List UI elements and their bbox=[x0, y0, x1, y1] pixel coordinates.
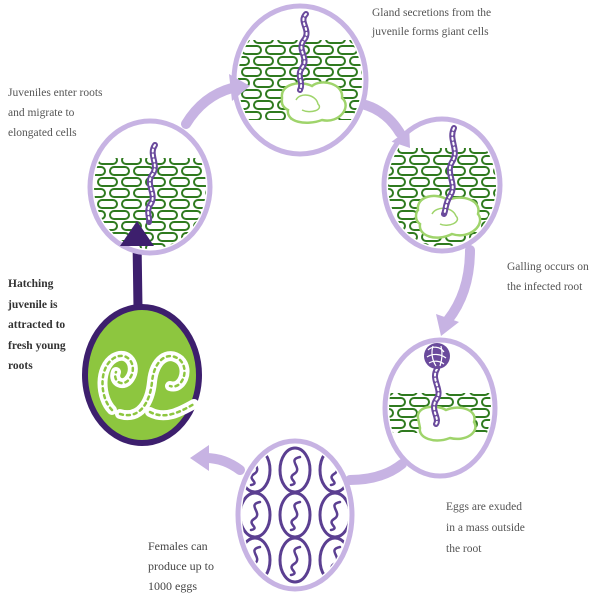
label-line: Hatching bbox=[8, 274, 66, 295]
arrow-eggs-to-females bbox=[350, 464, 402, 480]
giant-cells bbox=[418, 407, 476, 441]
stage-females-circle bbox=[238, 441, 352, 589]
label-line: attracted to bbox=[8, 315, 66, 336]
egg-icon bbox=[280, 448, 310, 492]
egg-icon bbox=[280, 493, 310, 537]
label-gland-secretions: Gland secretions from the juvenile forms… bbox=[372, 4, 491, 42]
arrow-enter-to-gland bbox=[186, 88, 232, 124]
egg-icon bbox=[240, 493, 270, 537]
label-line: juvenile is bbox=[8, 295, 66, 316]
stage-hatching-circle bbox=[85, 307, 199, 443]
label-line: and migrate to bbox=[8, 103, 103, 123]
label-line: 1000 eggs bbox=[148, 576, 214, 596]
stage-gland-secretions-circle bbox=[230, 6, 370, 154]
label-line: Females can bbox=[148, 536, 214, 556]
arrow-gland-to-galling bbox=[362, 104, 400, 133]
label-hatching: Hatching juvenile is attracted to fresh … bbox=[8, 274, 66, 377]
label-line: Juveniles enter roots bbox=[8, 83, 103, 103]
label-line: produce up to bbox=[148, 556, 214, 576]
label-galling: Galling occurs on the infected root bbox=[507, 257, 589, 297]
label-females: Females can produce up to 1000 eggs bbox=[148, 536, 214, 596]
label-line: elongated cells bbox=[8, 123, 103, 143]
eggs-cluster bbox=[240, 448, 350, 582]
stage-eggs-exuded-circle bbox=[384, 340, 496, 476]
label-line: the root bbox=[446, 539, 525, 560]
label-line: fresh young bbox=[8, 336, 66, 357]
arrow-galling-to-eggs bbox=[448, 250, 470, 320]
label-line: in a mass outside bbox=[446, 518, 525, 539]
arrow-females-to-hatching bbox=[206, 458, 240, 470]
label-juveniles-enter: Juveniles enter roots and migrate to elo… bbox=[8, 83, 103, 143]
label-line: Gland secretions from the bbox=[372, 4, 491, 23]
egg-mass-icon bbox=[424, 343, 450, 369]
label-line: Galling occurs on bbox=[507, 257, 589, 277]
egg-icon bbox=[280, 538, 310, 582]
arrowhead-icon bbox=[190, 445, 209, 471]
stage-juveniles-enter-circle bbox=[86, 121, 214, 258]
label-line: juvenile forms giant cells bbox=[372, 23, 491, 42]
label-line: Eggs are exuded bbox=[446, 497, 525, 518]
label-eggs-exuded: Eggs are exuded in a mass outside the ro… bbox=[446, 497, 525, 560]
nematode-icon bbox=[434, 369, 439, 424]
label-line: the infected root bbox=[507, 277, 589, 297]
label-line: roots bbox=[8, 356, 66, 377]
giant-cells bbox=[282, 82, 346, 122]
egg-icon bbox=[320, 493, 350, 537]
